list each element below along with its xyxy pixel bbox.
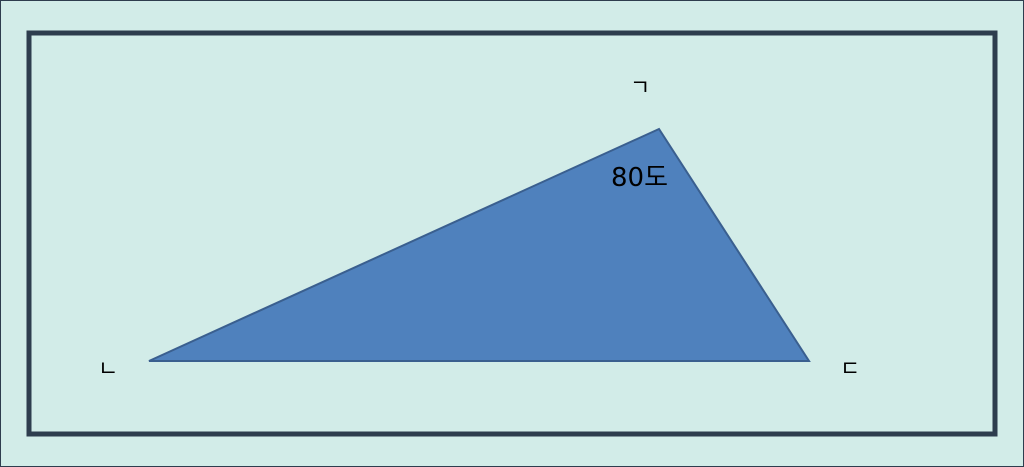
vertex-label-top: ㄱ bbox=[630, 76, 651, 101]
frame-rectangle bbox=[26, 30, 998, 437]
vertex-label-left: ㄴ bbox=[98, 357, 119, 382]
vertex-label-right: ㄷ bbox=[840, 357, 861, 382]
triangle-shape bbox=[148, 127, 811, 362]
angle-label-top: 80도 bbox=[611, 163, 669, 193]
